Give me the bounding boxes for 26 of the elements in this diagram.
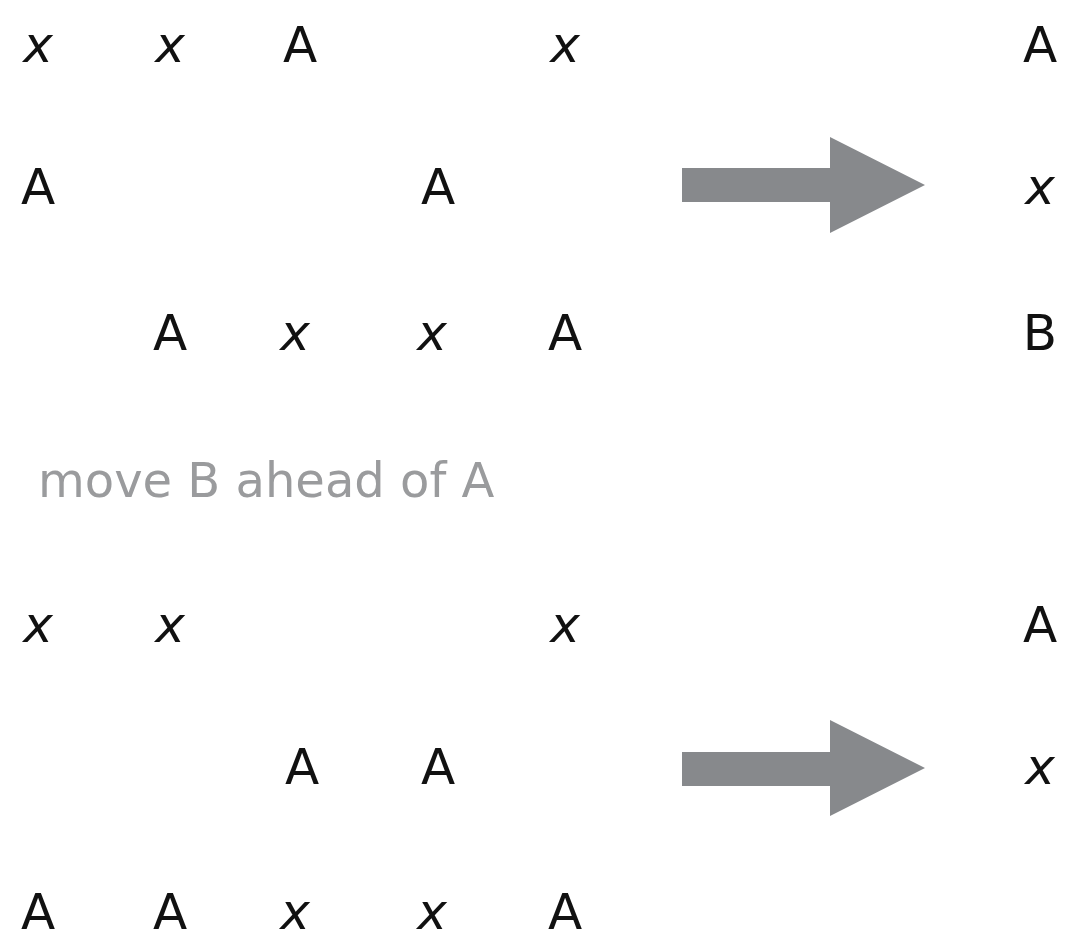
- symbol-text: A: [284, 742, 320, 792]
- symbol-text: x: [1025, 742, 1055, 792]
- symbol-text: x: [155, 600, 185, 650]
- symbol-text: A: [152, 887, 188, 937]
- symbol-text: x: [417, 308, 447, 358]
- symbol-text: x: [550, 20, 580, 70]
- symbol-text: A: [152, 308, 188, 358]
- symbol-text: A: [420, 162, 456, 212]
- symbol-text: A: [282, 20, 318, 70]
- symbol-text: x: [417, 887, 447, 937]
- symbol-text: x: [1025, 162, 1055, 212]
- symbol-text: x: [23, 20, 53, 70]
- symbol-text: x: [23, 600, 53, 650]
- symbol-text: A: [1022, 20, 1058, 70]
- symbol-text: x: [550, 600, 580, 650]
- symbol-text: A: [20, 887, 56, 937]
- symbol-text: A: [20, 162, 56, 212]
- symbol-text: x: [280, 887, 310, 937]
- instruction-text: move B ahead of A: [38, 456, 495, 504]
- symbol-text: x: [280, 308, 310, 358]
- symbol-text: x: [155, 20, 185, 70]
- symbol-text: A: [547, 887, 583, 937]
- symbol-text: A: [1022, 600, 1058, 650]
- symbol-text: A: [420, 742, 456, 792]
- symbol-text: B: [1022, 308, 1058, 358]
- symbol-text: A: [547, 308, 583, 358]
